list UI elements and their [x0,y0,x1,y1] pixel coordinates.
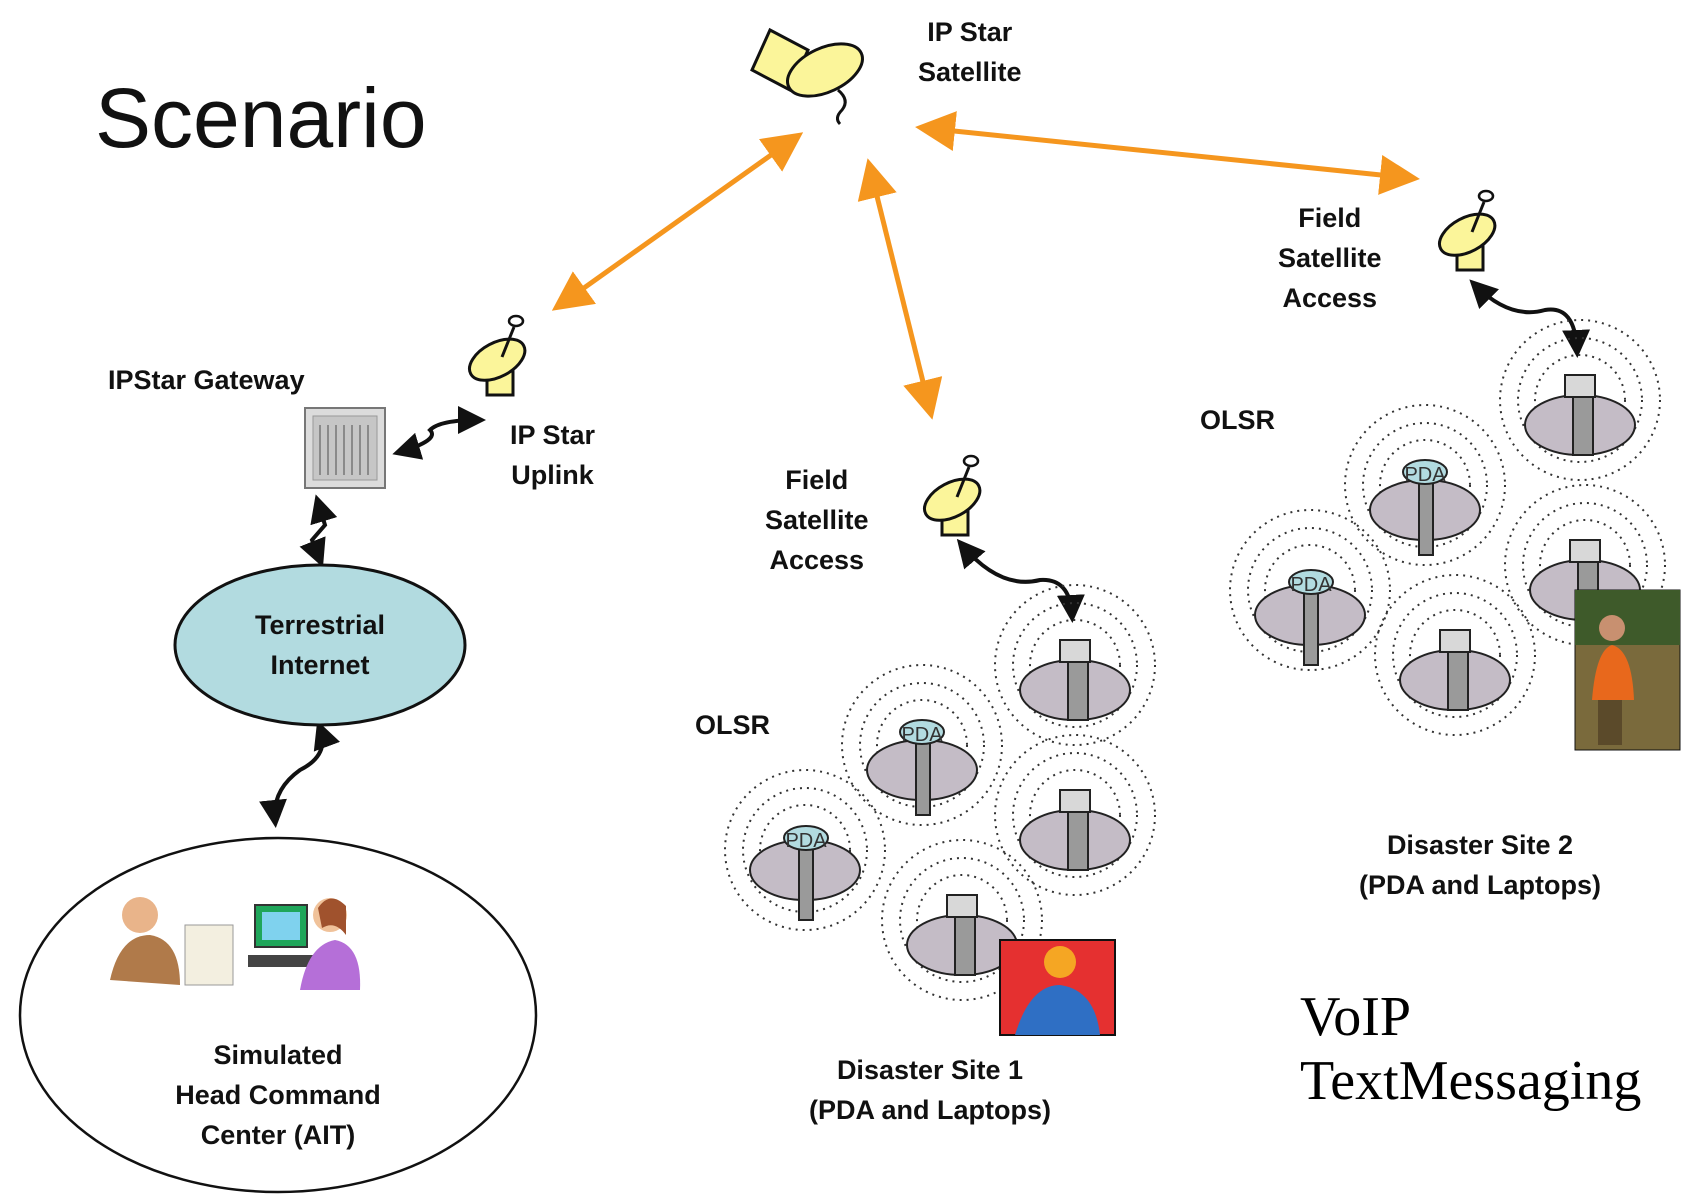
service-voip: VoIP [1300,986,1412,1048]
office-workers-icon [110,897,361,990]
rescuer-photo-1 [999,939,1116,1036]
site1-nodes [749,639,1131,976]
satellite-label: IP Star Satellite [918,17,1022,87]
link-satellite-uplink [551,132,804,311]
field-access-2-label: Field Satellite Access [1278,203,1382,313]
link-gateway-uplink [392,406,486,460]
satellite-icon [750,27,864,126]
pda-label: PDA [1404,464,1446,486]
pda-label: PDA [1290,574,1332,596]
site2-nodes [1254,374,1641,711]
services-list: VoIP TextMessaging [1300,985,1641,1113]
uplink-dish-icon [461,314,534,397]
site-1-label: Disaster Site 1 (PDA and Laptops) [809,1055,1051,1125]
olsr-2-label: OLSR [1200,405,1276,435]
rescuer-photo-2 [1574,589,1681,751]
site2-coverage [1229,319,1666,736]
pda-label: PDA [901,724,943,746]
link-internet-command [259,720,341,828]
field-dish-2-icon [1431,189,1504,272]
site-2-label: Disaster Site 2 (PDA and Laptops) [1359,830,1601,900]
link-field2-nodes [1469,279,1591,358]
link-satellite-site1 [857,158,943,420]
page-title: Scenario [95,71,427,165]
link-field1-nodes [956,538,1085,623]
uplink-label: IP Star Uplink [510,420,596,490]
link-satellite-site2 [915,111,1420,195]
internet-label: Terrestrial Internet [254,610,386,680]
olsr-1-label: OLSR [695,710,771,740]
wired-links [259,279,1591,828]
pda-label: PDA [785,830,827,852]
gateway-server-icon [304,407,386,489]
command-center-label: Simulated Head Command Center (AIT) [175,1040,381,1150]
satellite-links [551,111,1420,420]
service-text-messaging: TextMessaging [1300,1050,1642,1112]
gateway-label: IPStar Gateway [108,365,305,395]
field-dish-1-icon [916,454,989,537]
link-gateway-internet [299,494,338,568]
internet-ellipse [173,563,467,727]
field-access-1-label: Field Satellite Access [765,465,869,575]
